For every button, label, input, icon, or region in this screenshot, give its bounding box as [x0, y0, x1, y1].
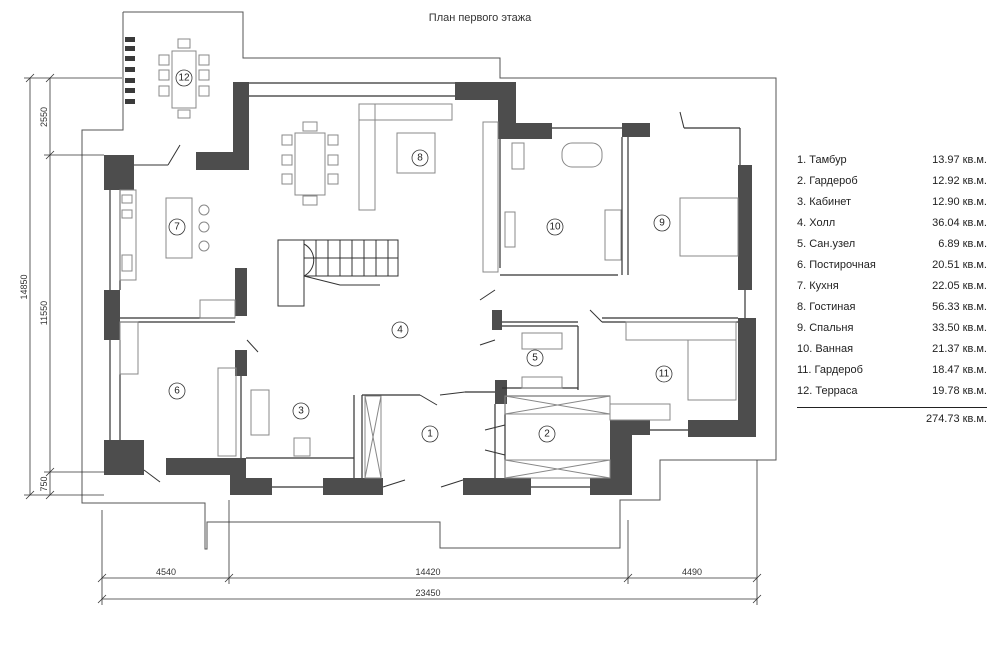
legend-room-area: 6.89 кв.м.: [938, 238, 987, 250]
dim-left-3: 750: [39, 476, 49, 491]
dim-bottom-3: 4490: [682, 567, 702, 577]
room-number-5: 5: [532, 353, 538, 364]
legend-room-area: 20.51 кв.м.: [932, 259, 987, 271]
dim-bottom-2: 14420: [415, 567, 440, 577]
legend-room-name: 10. Ванная: [797, 343, 854, 355]
legend-room-area: 12.92 кв.м.: [932, 175, 987, 187]
terrace-steps: [125, 37, 135, 104]
legend-room-area: 21.37 кв.м.: [932, 343, 987, 355]
walls: [104, 82, 756, 495]
legend-row: 10. Ванная 21.37 кв.м.: [797, 339, 987, 360]
living-furniture: [281, 103, 453, 211]
legend-row: 3. Кабинет 12.90 кв.м.: [797, 192, 987, 213]
plan-title: План первого этажа: [428, 12, 532, 24]
legend-room-name: 9. Спальня: [797, 322, 854, 334]
legend-row: 12. Терраса 19.78 кв.м.: [797, 381, 987, 402]
dim-left-2: 11550: [39, 301, 49, 325]
legend-row: 7. Кухня 22.05 кв.м.: [797, 276, 987, 297]
room-number-9: 9: [659, 218, 665, 229]
stair: [277, 239, 399, 307]
bedroom-furniture: [364, 197, 739, 479]
legend-row: 5. Сан.узел 6.89 кв.м.: [797, 234, 987, 255]
legend-room-name: 7. Кухня: [797, 280, 839, 292]
kitchen-furniture: [119, 189, 236, 319]
legend-row: 11. Гардероб 18.47 кв.м.: [797, 360, 987, 381]
legend-row: 6. Постирочная 20.51 кв.м.: [797, 255, 987, 276]
room-number-2: 2: [544, 429, 550, 440]
legend-room-area: 12.90 кв.м.: [932, 196, 987, 208]
office-furniture: [119, 321, 311, 457]
legend-room-name: 11. Гардероб: [797, 364, 863, 376]
room-markers: [168, 69, 673, 443]
legend-room-name: 2. Гардероб: [797, 175, 858, 187]
legend-room-name: 1. Тамбур: [797, 154, 847, 166]
area-legend: 1. Тамбур 13.97 кв.м. 2. Гардероб 12.92 кв…: [797, 150, 987, 430]
legend-divider: [797, 407, 987, 408]
legend-room-area: 19.78 кв.м.: [932, 385, 987, 397]
dim-left-total: 14850: [19, 274, 29, 299]
room-number-7: 7: [174, 222, 180, 233]
dim-left-1: 2550: [39, 107, 49, 127]
legend-row: 9. Спальня 33.50 кв.м.: [797, 318, 987, 339]
doors: [134, 111, 685, 488]
legend-room-area: 13.97 кв.м.: [932, 154, 987, 166]
room-number-3: 3: [298, 406, 304, 417]
dim-bottom-1: 4540: [156, 567, 176, 577]
room-number-4: 4: [397, 325, 403, 336]
legend-room-name: 12. Терраса: [797, 385, 858, 397]
room-number-10: 10: [549, 222, 561, 233]
legend-room-area: 33.50 кв.м.: [932, 322, 987, 334]
legend-room-name: 4. Холл: [797, 217, 836, 229]
legend-total-area: 274.73 кв.м.: [925, 413, 987, 425]
legend-room-area: 36.04 кв.м.: [932, 217, 987, 229]
legend-row: 4. Холл 36.04 кв.м.: [797, 213, 987, 234]
room-number-1: 1: [427, 429, 433, 440]
legend-room-area: 18.47 кв.м.: [932, 364, 987, 376]
site-outline: [81, 11, 777, 550]
legend-room-area: 22.05 кв.м.: [932, 280, 987, 292]
room-number-12: 12: [178, 73, 190, 84]
room-number-6: 6: [174, 386, 180, 397]
terrace-dining-set: [158, 38, 210, 119]
room-number-11: 11: [659, 369, 670, 380]
dim-bottom-total: 23450: [415, 588, 440, 598]
legend-room-name: 8. Гостиная: [797, 301, 856, 313]
dimension-lines: [24, 73, 762, 605]
legend-row: 2. Гардероб 12.92 кв.м.: [797, 171, 987, 192]
legend-room-name: 5. Сан.узел: [797, 238, 856, 250]
legend-row: 1. Тамбур 13.97 кв.м.: [797, 150, 987, 171]
bathroom-fixtures: [482, 121, 622, 389]
legend-room-name: 3. Кабинет: [797, 196, 852, 208]
legend-room-name: 6. Постирочная: [797, 259, 876, 271]
legend-row: 8. Гостиная 56.33 кв.м.: [797, 297, 987, 318]
room-number-8: 8: [417, 153, 423, 164]
legend-room-area: 56.33 кв.м.: [932, 301, 987, 313]
